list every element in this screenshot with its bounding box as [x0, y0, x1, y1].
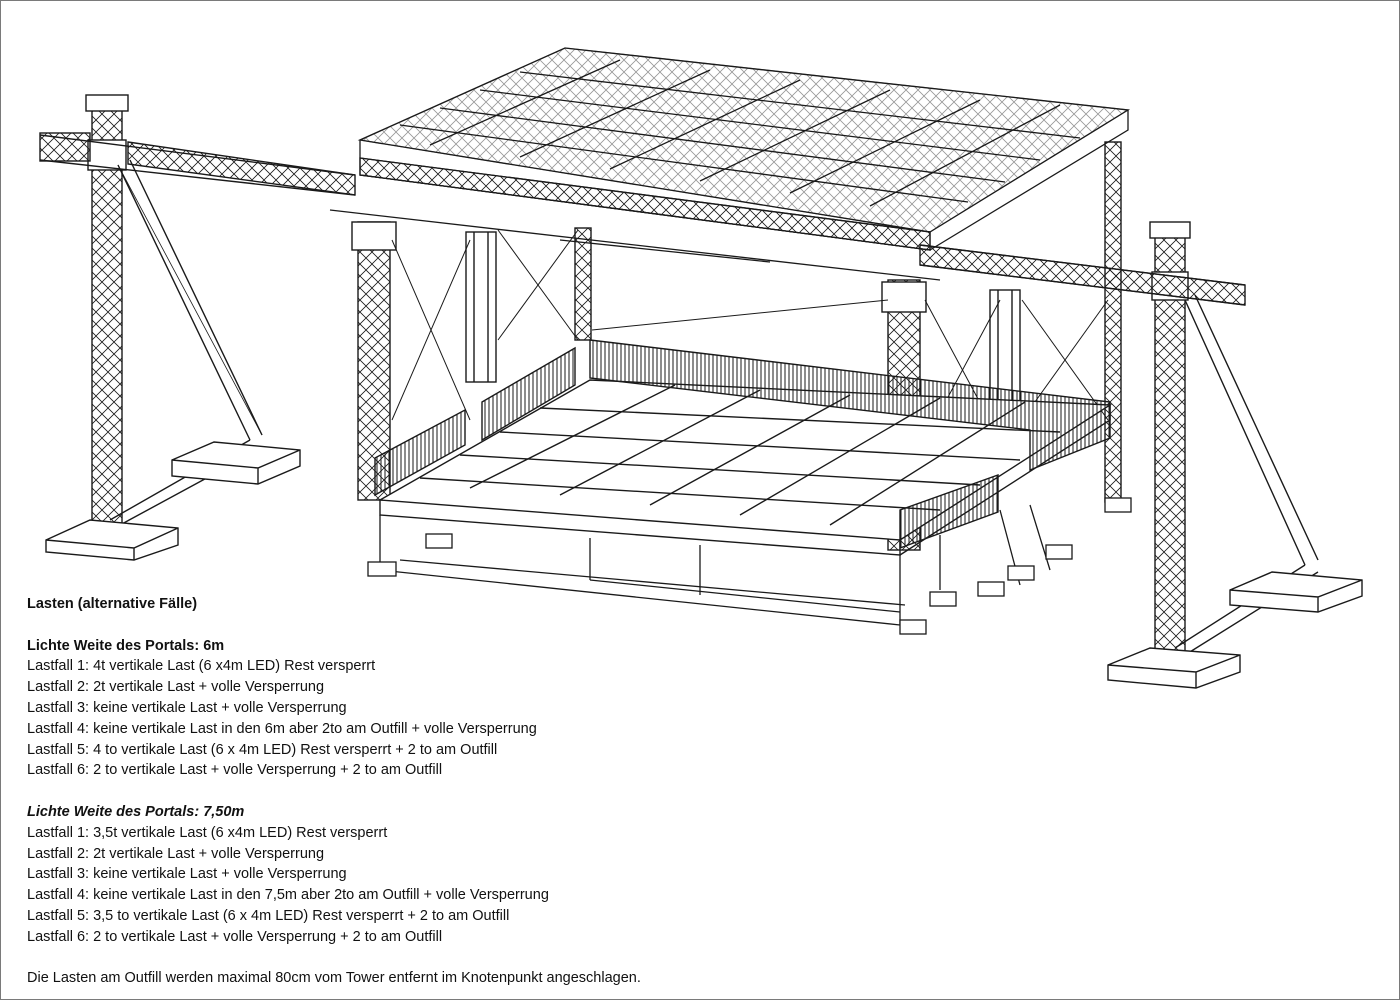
left-outrigger-tower [39, 94, 356, 561]
portal-750m-case-2: Lastfall 2: 2t vertikale Last + volle Ve… [27, 845, 325, 862]
portal-750m-case-3: Lastfall 3: keine vertikale Last + volle… [27, 866, 347, 883]
portal-750m-case-1: Lastfall 1: 3,5t vertikale Last (6 x4m L… [27, 824, 388, 841]
portal-750m-heading: Lichte Weite des Portals: 7,50m [27, 803, 245, 820]
portal-6m-case-1: Lastfall 1: 4t vertikale Last (6 x4m LED… [27, 658, 376, 675]
portal-750m-case-4: Lastfall 4: keine vertikale Last in den … [27, 887, 549, 904]
portal-6m-heading: Lichte Weite des Portals: 6m [27, 637, 225, 654]
loads-title: Lasten (alternative Fälle) [27, 596, 198, 612]
stage-deck [374, 339, 1113, 556]
portal-6m-case-3: Lastfall 3: keine vertikale Last + volle… [27, 699, 347, 716]
loads-text-block: Lasten (alternative Fälle) Lichte Weite … [27, 594, 927, 989]
roof-grid [329, 47, 1130, 281]
portal-6m-case-5: Lastfall 5: 4 to vertikale Last (6 x 4m … [27, 741, 498, 758]
outfill-note: Die Lasten am Outfill werden maximal 80c… [27, 970, 641, 987]
portal-6m-case-4: Lastfall 4: keine vertikale Last in den … [27, 720, 537, 737]
portal-6m-case-2: Lastfall 2: 2t vertikale Last + volle Ve… [27, 679, 325, 696]
portal-750m-case-5: Lastfall 5: 3,5 to vertikale Last (6 x 4… [27, 907, 510, 924]
right-outrigger-tower [919, 221, 1363, 689]
portal-750m-case-6: Lastfall 6: 2 to vertikale Last + volle … [27, 928, 443, 945]
portal-6m-case-6: Lastfall 6: 2 to vertikale Last + volle … [27, 762, 443, 779]
stage-understructure [367, 497, 1132, 635]
